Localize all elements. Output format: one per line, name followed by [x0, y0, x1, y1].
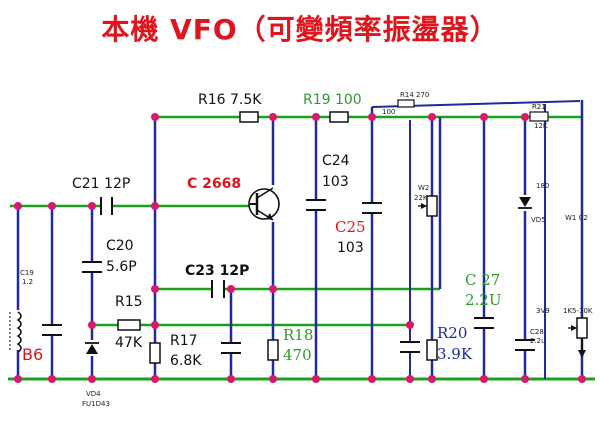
label-r17-val: 6.8K — [170, 353, 202, 369]
label-3v9: 3V9 — [536, 307, 550, 315]
label-r20-val: 3.9K — [437, 345, 473, 363]
label-c28-val: 2.2u — [530, 337, 546, 345]
label-r21: R21 — [532, 103, 546, 111]
r16-resistor — [239, 111, 259, 123]
junction-nodes — [14, 113, 586, 383]
label-c20: C20 — [106, 238, 134, 254]
transistor-c2668 — [248, 187, 280, 221]
c25-capacitor — [362, 202, 382, 214]
varactor-vd4 — [84, 340, 100, 356]
label-r14: R14 270 — [400, 91, 429, 99]
label-c27: C 27 — [465, 271, 500, 289]
label-c25-val: 103 — [337, 240, 364, 256]
label-c21: C21 12P — [72, 176, 130, 192]
label-b6: B6 — [22, 345, 43, 364]
label-r15-val: 47K — [115, 335, 143, 351]
label-c20-val: 5.6P — [106, 259, 137, 275]
label-c23: C23 12P — [185, 263, 249, 279]
label-r15: R15 — [115, 294, 143, 310]
r21-resistor — [529, 111, 549, 122]
c23-capacitor — [211, 280, 225, 298]
label-c19-val: 1.2 — [22, 278, 33, 286]
diode-vd5 — [517, 195, 533, 211]
c27-capacitor — [474, 317, 494, 329]
label-c27-val: 2.2U — [465, 291, 502, 309]
label-r19: R19 100 — [303, 92, 362, 108]
r18-resistor — [267, 339, 279, 361]
label-r18: R18 — [283, 326, 313, 344]
label-c19: C19 — [20, 269, 34, 277]
c-bottom-231 — [221, 342, 241, 354]
page-title: 本機 VFO（可變頻率振盪器） — [101, 13, 499, 46]
label-r16: R16 7.5K — [198, 92, 262, 108]
label-r17: R17 — [170, 333, 198, 349]
label-vd5: VD5 — [531, 216, 546, 224]
label-180: 180 — [536, 182, 549, 190]
label-w2: W2 — [418, 184, 429, 192]
w2-potentiometer — [418, 195, 438, 217]
label-c24: C24 — [322, 153, 350, 169]
label-c25: C25 — [335, 218, 366, 236]
label-c24-val: 103 — [322, 174, 349, 190]
c-bottom-410 — [400, 341, 420, 353]
c28-capacitor — [515, 339, 535, 351]
c24-capacitor — [306, 199, 326, 211]
inductor-coil — [9, 310, 24, 353]
label-w2-val: 22K — [414, 194, 428, 202]
c19-capacitor — [42, 324, 62, 336]
label-r20: R20 — [437, 324, 467, 342]
r15-resistor — [117, 319, 141, 331]
r20-resistor — [426, 339, 438, 361]
r17-resistor — [149, 342, 161, 364]
label-r14-val: 100 — [382, 108, 395, 116]
label-pot: 1K5-10K — [563, 307, 593, 315]
label-r18-val: 470 — [283, 346, 312, 364]
label-vd4: VD4 — [86, 390, 101, 398]
c21-capacitor — [100, 197, 113, 215]
label-c2668: C 2668 — [187, 176, 241, 192]
right-potentiometer — [568, 317, 588, 358]
label-w1c2: W1 C2 — [565, 214, 588, 222]
label-c28: C28 — [530, 328, 544, 336]
c20-capacitor — [82, 261, 102, 273]
label-vd4-part: FU1D43 — [82, 400, 110, 408]
label-r21-val: 12K — [534, 122, 548, 130]
r19-resistor — [329, 111, 349, 123]
r14-resistor — [397, 99, 415, 108]
